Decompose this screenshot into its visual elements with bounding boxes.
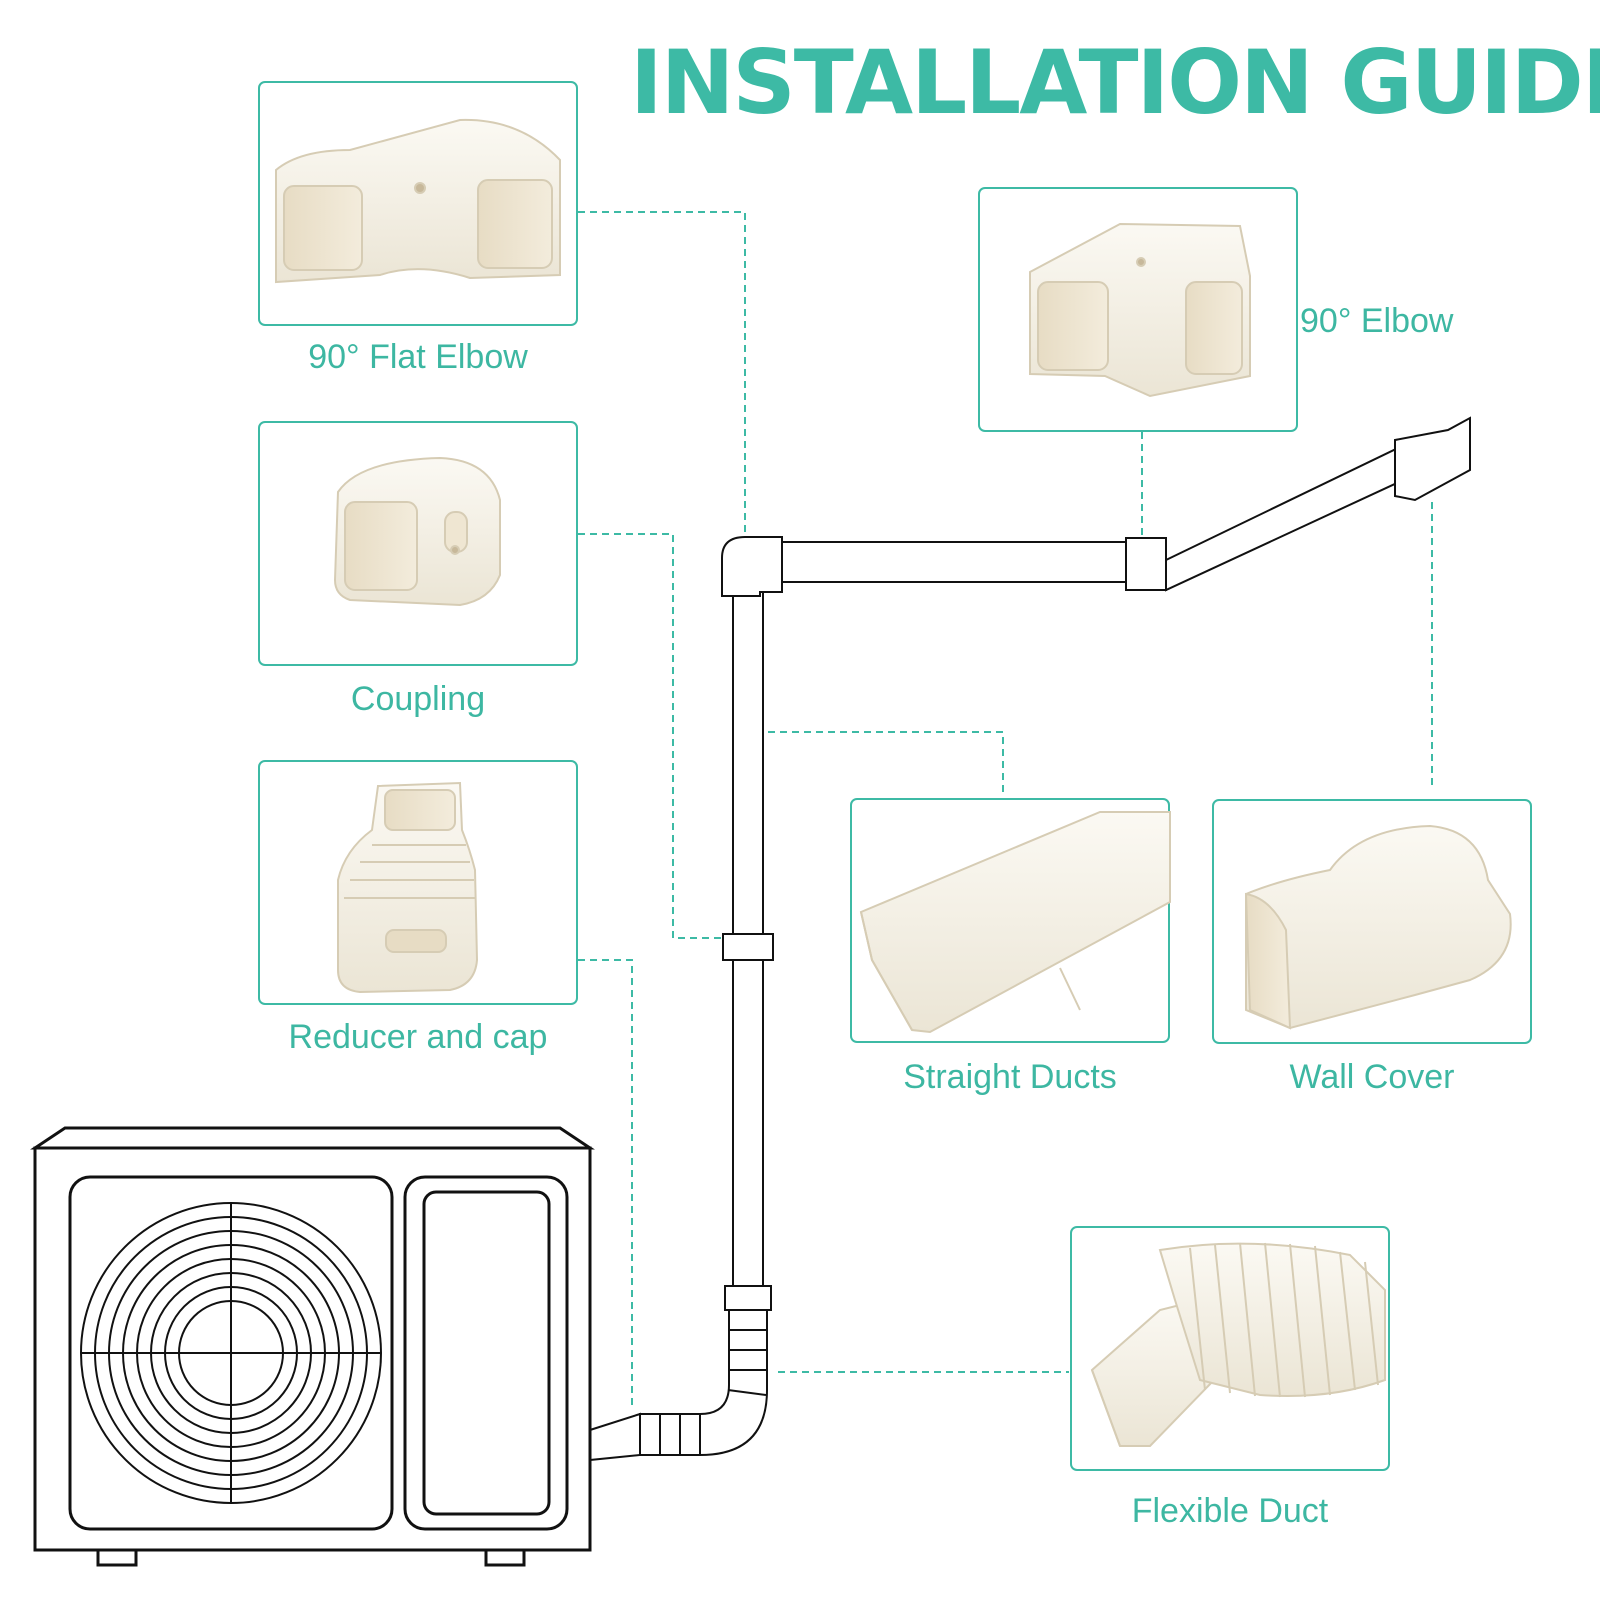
- leader-straight-ducts: [768, 731, 1004, 797]
- label-flexible-duct: Flexible Duct: [1131, 1492, 1329, 1530]
- leader-reducer: [578, 959, 633, 1410]
- outdoor-unit: [30, 1126, 595, 1567]
- leader-lines: [578, 211, 1433, 1410]
- duct-run: [589, 416, 1471, 1462]
- wall-cover-photo: [1244, 824, 1512, 1030]
- wall-cover-outline: [1394, 416, 1471, 502]
- flexible-duct-photo: [1090, 1242, 1386, 1447]
- page-title: INSTALLATION GUIDE: [630, 31, 1600, 134]
- label-90-flat-elbow: 90° Flat Elbow: [308, 338, 528, 376]
- leader-flat-elbow: [578, 211, 746, 537]
- coupling-joint: [722, 933, 774, 961]
- angled-duct: [1165, 446, 1414, 592]
- label-90-elbow: 90° Elbow: [1300, 302, 1454, 340]
- reducer-photo: [337, 781, 479, 994]
- reducer-outlet: [589, 1412, 641, 1462]
- leader-coupling: [578, 533, 722, 939]
- wall-joint: [1125, 537, 1167, 591]
- label-wall-cover: Wall Cover: [1289, 1058, 1455, 1096]
- horizontal-duct: [779, 541, 1131, 583]
- label-coupling: Coupling: [350, 680, 486, 718]
- reducer-joint: [724, 1285, 772, 1311]
- straight-ducts-photo: [859, 811, 1171, 1034]
- flat-elbow-photo: [275, 118, 561, 284]
- elbow-photo: [1029, 222, 1251, 398]
- label-reducer-and-cap: Reducer and cap: [288, 1018, 548, 1056]
- corner-elbow: [721, 536, 783, 597]
- label-straight-ducts: Straight Ducts: [903, 1058, 1117, 1096]
- coupling-photo: [333, 456, 501, 607]
